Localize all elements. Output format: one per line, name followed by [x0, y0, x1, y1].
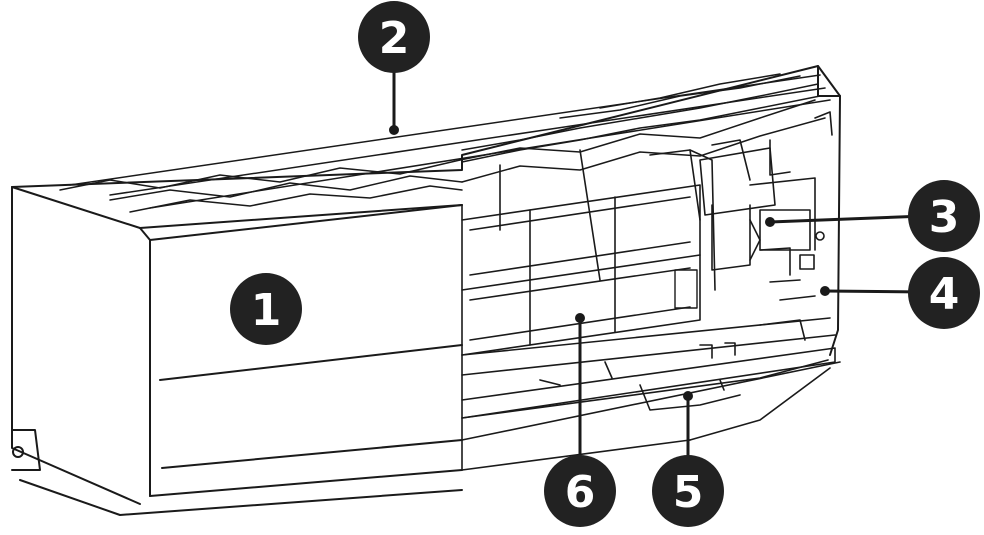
callout-1: 1	[230, 273, 302, 345]
callout-2-badge	[358, 1, 430, 73]
callout-1-number: 1	[251, 285, 282, 336]
callout-6-badge	[544, 455, 616, 527]
callout-badges: 1 2 3 4 5 6	[230, 1, 980, 527]
callout-4-badge	[908, 257, 980, 329]
callout-2-number: 2	[379, 13, 410, 64]
top-grille	[59, 73, 831, 213]
callout-1-badge	[230, 273, 302, 345]
filter-area	[461, 149, 716, 471]
callout-5-badge	[652, 455, 724, 527]
callout-6: 6	[544, 455, 616, 527]
callout-5-number: 5	[673, 467, 704, 518]
lower-front	[461, 317, 841, 471]
callout-2: 2	[358, 1, 430, 73]
callout-4-number: 4	[929, 269, 960, 320]
callout-4: 4	[908, 257, 980, 329]
front-panel-shape	[11, 204, 463, 516]
callout-3-number: 3	[929, 192, 960, 243]
right-components	[699, 111, 833, 301]
callout-5: 5	[652, 455, 724, 527]
callout-6-number: 6	[565, 467, 596, 518]
unit-body	[11, 65, 841, 505]
callout-3-badge	[908, 180, 980, 252]
leader-lines	[389, 64, 926, 460]
callout-3: 3	[908, 180, 980, 252]
